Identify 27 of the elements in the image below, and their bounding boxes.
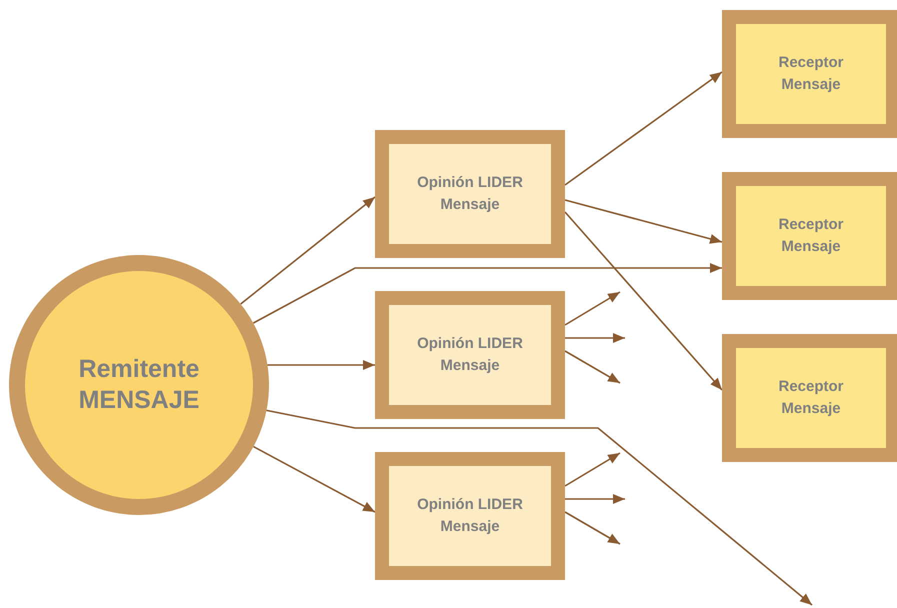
receiver-box (722, 172, 897, 300)
arrow (565, 494, 625, 504)
receiver-box (722, 10, 897, 138)
arrow (564, 199, 722, 244)
arrow (253, 446, 376, 513)
node-text: Opinión LIDER Mensaje (416, 334, 524, 376)
leader-box (375, 291, 565, 419)
leader-box (375, 130, 565, 258)
arrow (564, 350, 620, 384)
node-text: Receptor Mensaje (777, 377, 845, 419)
arrow (564, 71, 722, 186)
arrow (564, 291, 620, 326)
node-text: Receptor Mensaje (777, 215, 845, 257)
node-text: Receptor Mensaje (777, 53, 845, 95)
receiver-box (722, 334, 897, 462)
node-text: Opinión LIDER Mensaje (416, 495, 524, 537)
arrow (564, 511, 620, 545)
arrow (564, 452, 620, 487)
arrow (564, 211, 723, 391)
arrow (266, 410, 813, 606)
node-text: Opinión LIDER Mensaje (416, 173, 524, 215)
arrow (252, 263, 722, 324)
arrow (240, 196, 376, 305)
arrow (267, 360, 375, 370)
node-text: Remitente MENSAJE (78, 354, 200, 416)
leader-box (375, 452, 565, 580)
arrow (565, 333, 625, 343)
